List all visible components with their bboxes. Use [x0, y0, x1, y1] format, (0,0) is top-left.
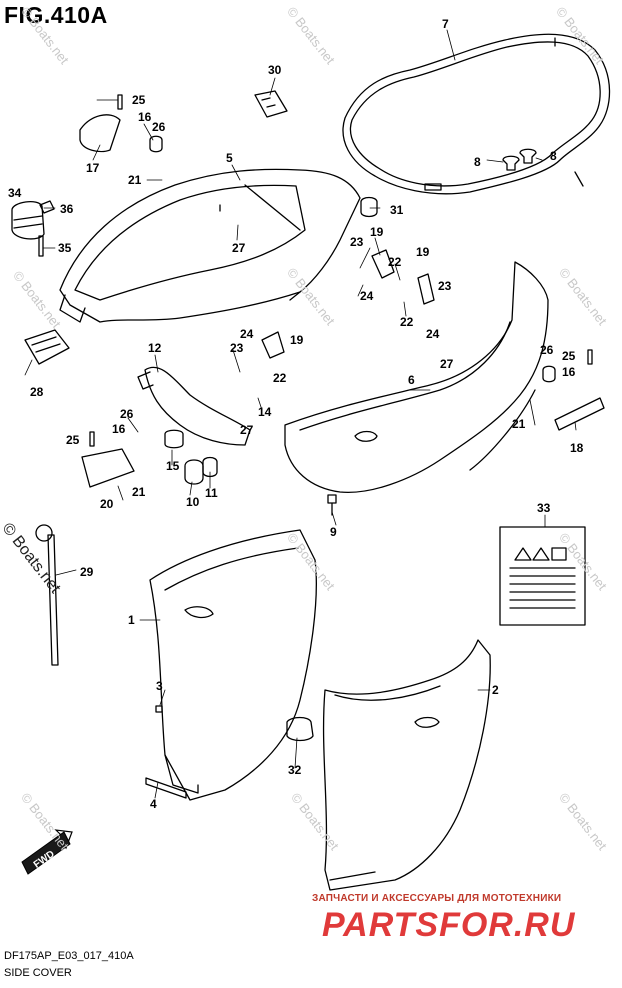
label-21b: 21	[132, 485, 146, 499]
label-9: 9	[330, 525, 337, 539]
label-19a: 19	[370, 225, 384, 239]
label-25a: 25	[132, 93, 146, 107]
label-23c: 23	[230, 341, 244, 355]
part-7-seal-ring	[342, 33, 611, 195]
label-8a: 8	[474, 155, 481, 169]
part-34-sleeve	[11, 200, 45, 240]
part-1-lower-side-cover	[149, 529, 317, 801]
part-28-sleeve	[24, 329, 70, 365]
part-4-bolt	[145, 777, 187, 799]
label-11: 11	[205, 486, 218, 500]
label-17: 17	[86, 161, 100, 175]
label-35: 35	[58, 241, 72, 255]
label-29: 29	[80, 565, 94, 579]
label-10: 10	[186, 495, 200, 509]
part-3-screw	[155, 705, 163, 713]
label-24b: 24	[426, 327, 440, 341]
part-33-caution-label	[499, 526, 586, 626]
part-36-clip	[39, 200, 55, 214]
label-27b: 27	[240, 423, 254, 437]
label-7: 7	[442, 17, 449, 31]
part-26-grommet	[149, 135, 556, 383]
label-36: 36	[60, 202, 74, 216]
label-27a: 27	[232, 241, 246, 255]
footer-name: SIDE COVER	[4, 967, 72, 979]
part-11-grommet	[202, 456, 218, 478]
label-16b: 16	[112, 422, 126, 436]
label-3: 3	[156, 679, 163, 693]
label-26b: 26	[120, 407, 134, 421]
label-28: 28	[30, 385, 44, 399]
label-31: 31	[390, 203, 404, 217]
part-19-stay	[261, 249, 435, 359]
part-25-pin	[89, 94, 593, 447]
label-8b: 8	[550, 149, 557, 163]
label-22c: 22	[273, 371, 287, 385]
figure-title: FIG.410A	[4, 2, 108, 28]
part-35-pin	[38, 235, 44, 257]
part-10-grommet	[184, 459, 204, 485]
label-25c: 25	[562, 349, 576, 363]
part-32-grommet	[286, 716, 314, 742]
label-23b: 23	[438, 279, 452, 293]
label-34: 34	[8, 186, 22, 200]
label-16a: 16	[138, 110, 152, 124]
part-18-latch	[554, 397, 605, 431]
label-21c: 21	[512, 417, 526, 431]
part-29-strap	[47, 534, 59, 666]
label-16c: 16	[562, 365, 576, 379]
label-1: 1	[128, 613, 135, 627]
label-26c: 26	[540, 343, 554, 357]
label-19b: 19	[416, 245, 430, 259]
label-24a: 24	[360, 289, 374, 303]
part-17-latch	[79, 114, 121, 153]
part-30-grommet	[254, 90, 288, 118]
label-22b: 22	[400, 315, 414, 329]
label-25b: 25	[66, 433, 80, 447]
label-27c: 27	[440, 357, 454, 371]
label-6: 6	[408, 373, 415, 387]
label-22a: 22	[388, 255, 402, 269]
part-5-upper-side-cover	[59, 168, 361, 323]
label-21a: 21	[128, 173, 142, 187]
label-23a: 23	[350, 235, 364, 249]
label-19c: 19	[290, 333, 304, 347]
label-20: 20	[100, 497, 114, 511]
label-30: 30	[268, 63, 282, 77]
part-15-collar	[164, 429, 184, 449]
label-15: 15	[166, 459, 180, 473]
label-2: 2	[492, 683, 499, 697]
label-24c: 24	[240, 327, 254, 341]
label-18: 18	[570, 441, 584, 455]
part-31-grommet	[360, 196, 378, 218]
shop-subtitle: ЗАПЧАСТИ И АКСЕССУАРЫ ДЛЯ МОТОТЕХНИКИ	[312, 893, 562, 904]
part-2-lower-side-cover	[322, 639, 491, 891]
shop-logo: PARTSFOR.RU	[322, 906, 576, 944]
label-5: 5	[226, 151, 233, 165]
part-12-bracket	[144, 366, 251, 446]
footer-code: DF175AP_E03_017_410A	[4, 950, 134, 962]
label-4: 4	[150, 797, 157, 811]
part-6-cover-panel	[284, 261, 549, 494]
label-26a: 26	[152, 120, 166, 134]
label-33: 33	[537, 501, 551, 515]
label-14: 14	[258, 405, 272, 419]
label-12: 12	[148, 341, 162, 355]
label-32: 32	[288, 763, 302, 777]
part-20-latch	[81, 448, 135, 488]
part-8-grommet	[502, 155, 520, 171]
